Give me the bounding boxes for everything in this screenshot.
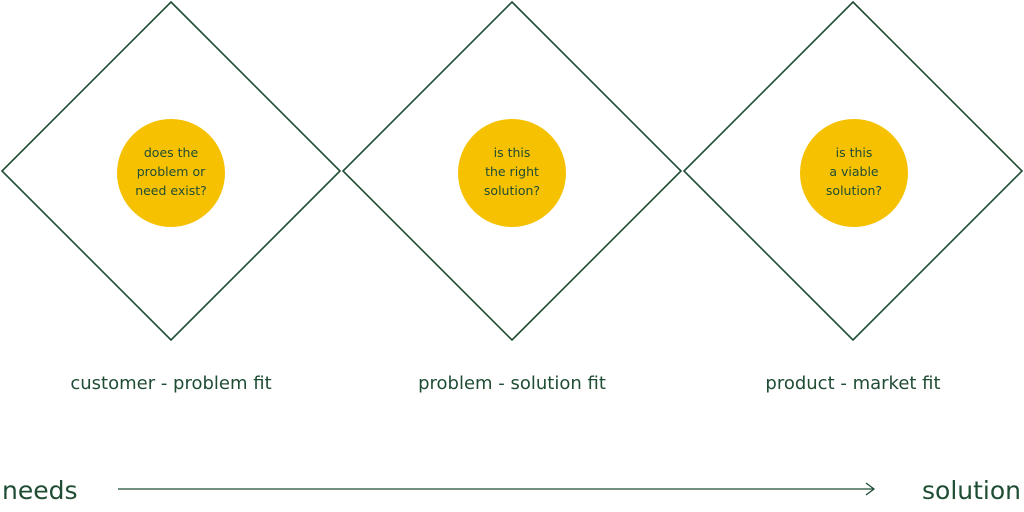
question-line: problem or xyxy=(137,164,206,179)
stage-product-market: is this a viable solution? product - mar… xyxy=(682,0,1024,394)
question-line: solution? xyxy=(484,183,540,198)
question-line: the right xyxy=(485,164,539,179)
question-circle xyxy=(800,119,908,227)
stage-problem-solution: is this the right solution? problem - so… xyxy=(341,0,683,394)
question-circle xyxy=(458,119,566,227)
fit-label: problem - solution fit xyxy=(418,373,606,394)
question-line: is this xyxy=(836,145,873,160)
arrow-head-icon xyxy=(865,482,876,496)
question-line: a viable xyxy=(829,164,879,179)
progress-axis: needs solution xyxy=(2,476,1021,505)
axis-end-label: solution xyxy=(922,476,1021,505)
question-circle xyxy=(117,119,225,227)
question-line: solution? xyxy=(826,183,882,198)
question-line: is this xyxy=(494,145,531,160)
stage-customer-problem: does the problem or need exist? customer… xyxy=(0,0,342,394)
fit-label: product - market fit xyxy=(765,373,940,394)
question-line: does the xyxy=(144,145,199,160)
question-line: need exist? xyxy=(135,183,207,198)
fit-label: customer - problem fit xyxy=(70,373,271,394)
axis-start-label: needs xyxy=(2,476,78,505)
